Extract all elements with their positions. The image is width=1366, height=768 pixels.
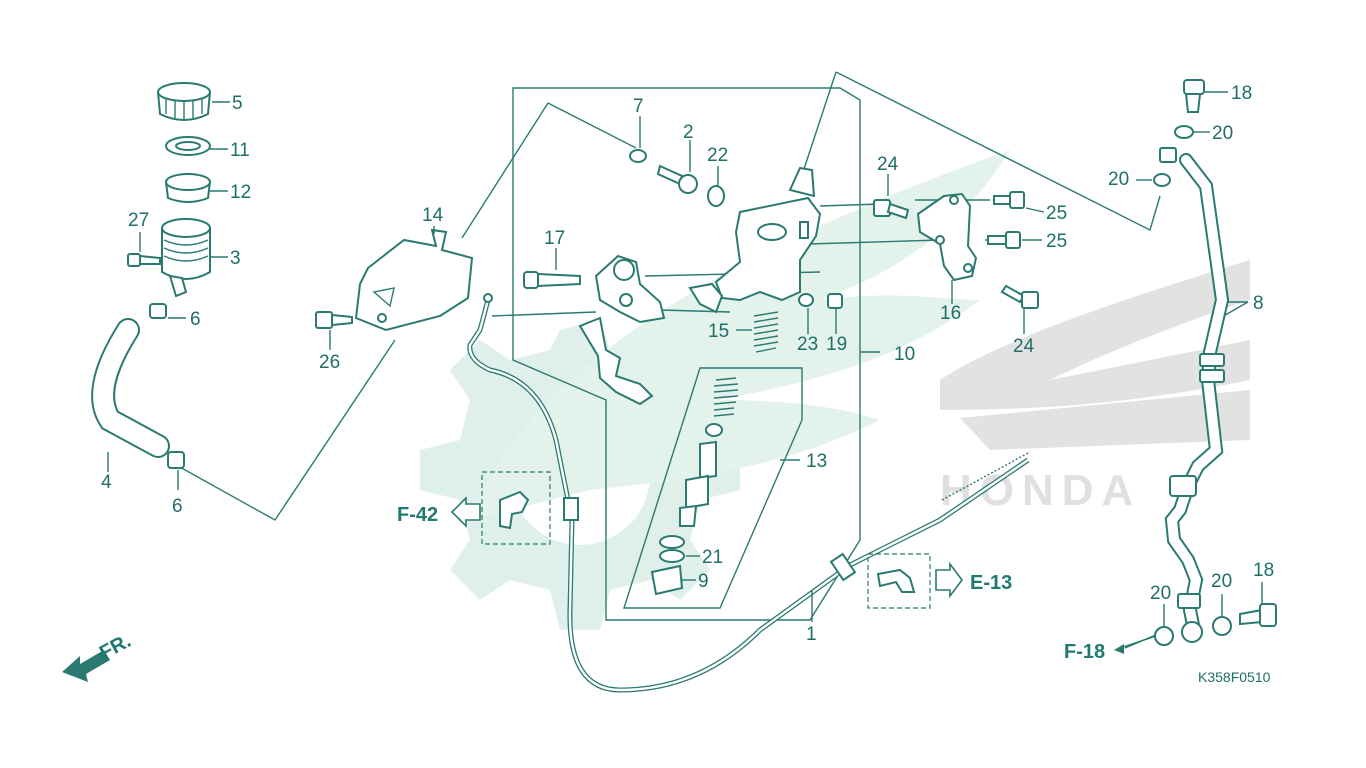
bolt-25-lower (987, 231, 1021, 249)
callout-20c[interactable]: 20 (1150, 583, 1171, 604)
callout-18a[interactable]: 18 (1231, 83, 1252, 104)
sealing-washer-20-d (1212, 616, 1232, 636)
callout-11[interactable]: 11 (230, 140, 250, 161)
callout-20a[interactable]: 20 (1212, 123, 1233, 144)
callout-16[interactable]: 16 (940, 303, 961, 324)
callout-26[interactable]: 26 (319, 352, 340, 373)
callout-20d[interactable]: 20 (1211, 571, 1232, 592)
callout-22[interactable]: 22 (707, 145, 728, 166)
clip-6-lower (167, 451, 185, 469)
callout-9[interactable]: 9 (698, 571, 709, 592)
pin-17 (523, 271, 581, 289)
sealing-washer-20-c (1154, 626, 1174, 646)
ref-label-f18[interactable]: F-18 (1064, 641, 1105, 663)
callout-27[interactable]: 27 (128, 210, 149, 231)
callout-17[interactable]: 17 (544, 228, 565, 249)
callout-24b[interactable]: 24 (1013, 336, 1035, 357)
callout-23[interactable]: 23 (797, 334, 818, 355)
callout-5[interactable]: 5 (232, 93, 243, 114)
callout-15[interactable]: 15 (708, 321, 729, 342)
callout-4[interactable]: 4 (101, 472, 112, 493)
circlip-7 (629, 149, 647, 163)
callout-12[interactable]: 12 (230, 182, 251, 203)
diaphragm-plate-11 (165, 136, 211, 156)
bolt-24-lower (1000, 284, 1039, 309)
bolt-24-upper (873, 199, 910, 220)
watermark-honda-text: HONDA (940, 466, 1141, 515)
ref-arrow-f42 (450, 496, 481, 528)
tube-4 (91, 318, 170, 458)
callout-2[interactable]: 2 (683, 122, 694, 143)
bracket-16 (916, 192, 978, 282)
callout-18b[interactable]: 18 (1253, 560, 1274, 581)
ref-label-e13[interactable]: E-13 (970, 572, 1012, 594)
callout-6a[interactable]: 6 (190, 309, 201, 330)
screw-27 (127, 253, 161, 267)
banjo-bolt-18-lower (1239, 603, 1277, 627)
callout-14[interactable]: 14 (422, 205, 444, 226)
clutch-hose-8 (1159, 147, 1230, 643)
cover-14 (354, 228, 474, 332)
spring-15 (753, 311, 779, 353)
sealing-washer-20-a (1174, 125, 1194, 139)
callout-25b[interactable]: 25 (1046, 231, 1067, 252)
clip-6-upper (149, 303, 167, 319)
bolt-25-upper (993, 191, 1025, 209)
bolt-26 (315, 311, 353, 329)
callout-leaders (107, 91, 1263, 626)
assembly-frame-10 (512, 87, 861, 621)
clamp-box-f42 (481, 471, 551, 545)
callout-19[interactable]: 19 (826, 334, 847, 355)
callout-21[interactable]: 21 (702, 547, 723, 568)
sealing-washer-20-b (1153, 173, 1171, 187)
front-arrow-icon: FR. (62, 630, 135, 682)
ref-arrow-e13 (935, 561, 963, 599)
assembly-frame-13 (623, 367, 803, 609)
nut-19 (827, 293, 843, 309)
bolt-2 (656, 164, 698, 194)
diaphragm-12 (164, 173, 212, 203)
o-ring-22 (707, 185, 725, 207)
ref-label-f42[interactable]: F-42 (397, 504, 438, 526)
ref-arrow-f18 (1114, 635, 1157, 654)
clutch-cable-1 (467, 293, 1031, 693)
callout-10[interactable]: 10 (894, 344, 915, 365)
banjo-bolt-18-upper (1183, 79, 1205, 113)
reservoir-cap-5 (156, 82, 212, 121)
cable-link-plate (578, 316, 654, 406)
lever-bracket (594, 254, 666, 324)
watermark-honda-wing: HONDA (940, 260, 1250, 515)
diagram-code: K358F0510 (1198, 669, 1271, 685)
washer-23 (798, 293, 814, 307)
piston-kit-13 (650, 377, 739, 596)
callout-1[interactable]: 1 (806, 624, 817, 645)
callout-20b[interactable]: 20 (1108, 169, 1129, 190)
callout-13[interactable]: 13 (806, 451, 827, 472)
callout-8[interactable]: 8 (1253, 293, 1264, 314)
clamp-box-e13 (867, 553, 931, 609)
reservoir-3 (161, 218, 211, 298)
callout-3[interactable]: 3 (230, 248, 241, 269)
callout-24a[interactable]: 24 (877, 154, 899, 175)
master-cylinder-body (688, 166, 822, 314)
callout-6b[interactable]: 6 (172, 496, 183, 517)
callout-7[interactable]: 7 (633, 96, 644, 117)
callout-25a[interactable]: 25 (1046, 203, 1067, 224)
